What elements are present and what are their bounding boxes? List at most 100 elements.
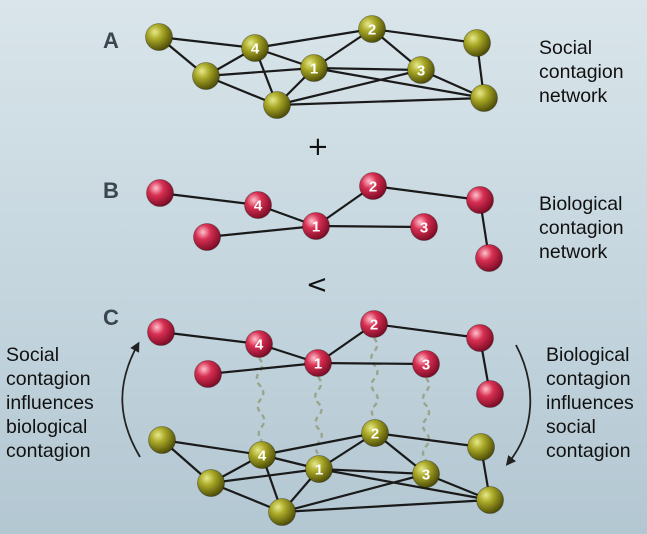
social-node [467, 433, 495, 461]
node-number-label: 1 [315, 462, 323, 479]
caption-line: network [539, 241, 608, 263]
biological-node [476, 380, 504, 408]
biological-edge [317, 361, 427, 366]
node-number-label: 3 [422, 467, 430, 484]
biological-edge [372, 184, 481, 202]
caption-line: Biological [539, 193, 623, 215]
node-number-label: 1 [310, 61, 318, 78]
label-line: contagion [546, 440, 631, 462]
interlayer-link [314, 376, 323, 456]
node-number-label: 3 [420, 220, 428, 237]
node-number-label: 1 [314, 356, 322, 373]
social-edge [276, 68, 422, 107]
panel-b-caption: Biological contagion network [539, 192, 624, 264]
node-number-label: 1 [312, 219, 320, 236]
network-nodes: 4 2 1 3 4 2 1 3 4 2 1 3 4 2 1 3 [145, 15, 504, 526]
social-edge [371, 27, 478, 45]
biological-node [466, 186, 494, 214]
panel-a-letter: A [103, 28, 119, 53]
node-number-label: 4 [258, 448, 267, 465]
interlayer-links [255, 337, 431, 461]
social-node [263, 91, 291, 119]
social-node: 4 [248, 441, 276, 469]
social-edge [254, 27, 373, 50]
social-edge [313, 66, 485, 100]
caption-line: network [539, 85, 608, 107]
social-edge [161, 438, 263, 457]
social-edge [158, 35, 256, 50]
label-line: biological [6, 416, 88, 438]
biological-to-social-arrow [505, 344, 532, 466]
biological-node [146, 179, 174, 207]
interlayer-link [370, 337, 379, 420]
node-number-label: 2 [368, 22, 376, 39]
panel-c-letter: C [103, 305, 119, 330]
caption-line: Social [539, 37, 593, 59]
right-side-label: Biological contagion influences social c… [546, 343, 634, 463]
label-line: influences [546, 392, 634, 414]
panel-b-letter: B [103, 178, 119, 203]
social-node: 3 [407, 56, 435, 84]
influence-arrows [121, 341, 532, 466]
biological-node: 2 [360, 310, 388, 338]
label-line: contagion [6, 368, 91, 390]
social-node [145, 23, 173, 51]
biological-node [466, 324, 494, 352]
node-number-label: 4 [255, 337, 264, 354]
biological-edge [207, 361, 319, 376]
biological-node: 2 [359, 172, 387, 200]
social-node [470, 84, 498, 112]
social-node: 1 [305, 455, 333, 483]
caption-line: contagion [539, 217, 624, 239]
biological-node [194, 360, 222, 388]
social-edge [205, 66, 315, 78]
biological-edge [206, 224, 317, 239]
label-line: Biological [546, 344, 630, 366]
biological-node: 4 [244, 191, 272, 219]
social-node [268, 498, 296, 526]
biological-edge [373, 322, 481, 340]
social-edge [313, 66, 422, 72]
label-line: Social [6, 344, 60, 366]
social-to-biological-arrow [121, 341, 141, 458]
social-edge [374, 431, 482, 449]
social-node [463, 29, 491, 57]
interlayer-link [255, 357, 266, 442]
node-number-label: 4 [254, 198, 263, 215]
label-line: influences [6, 392, 94, 414]
social-node: 4 [241, 34, 269, 62]
node-number-label: 2 [371, 426, 379, 443]
node-number-label: 2 [370, 317, 378, 334]
interlayer-link [421, 377, 431, 461]
social-node [192, 62, 220, 90]
biological-node [475, 244, 503, 272]
less-than-operator: < [306, 270, 328, 300]
label-line: social [546, 416, 596, 438]
social-edge [261, 431, 376, 457]
social-node [148, 426, 176, 454]
biological-node: 1 [304, 349, 332, 377]
left-side-label: Social contagion influences biological c… [6, 343, 94, 463]
social-node [197, 469, 225, 497]
plus-operator: + [307, 132, 329, 162]
panel-a-caption: Social contagion network [539, 36, 624, 108]
social-node: 1 [300, 54, 328, 82]
biological-edge [160, 330, 260, 346]
node-number-label: 3 [422, 357, 430, 374]
social-edge [318, 467, 427, 476]
biological-node: 3 [410, 213, 438, 241]
biological-edge [159, 191, 259, 207]
node-number-label: 2 [369, 179, 377, 196]
social-edge [281, 498, 491, 514]
social-node: 3 [412, 460, 440, 488]
social-edge [210, 467, 320, 485]
biological-node: 1 [302, 212, 330, 240]
caption-line: contagion [539, 61, 624, 83]
biological-edge [315, 224, 425, 229]
biological-node: 4 [245, 330, 273, 358]
social-edge [318, 467, 491, 502]
social-node [476, 486, 504, 514]
biological-node: 3 [412, 350, 440, 378]
label-line: contagion [546, 368, 631, 390]
